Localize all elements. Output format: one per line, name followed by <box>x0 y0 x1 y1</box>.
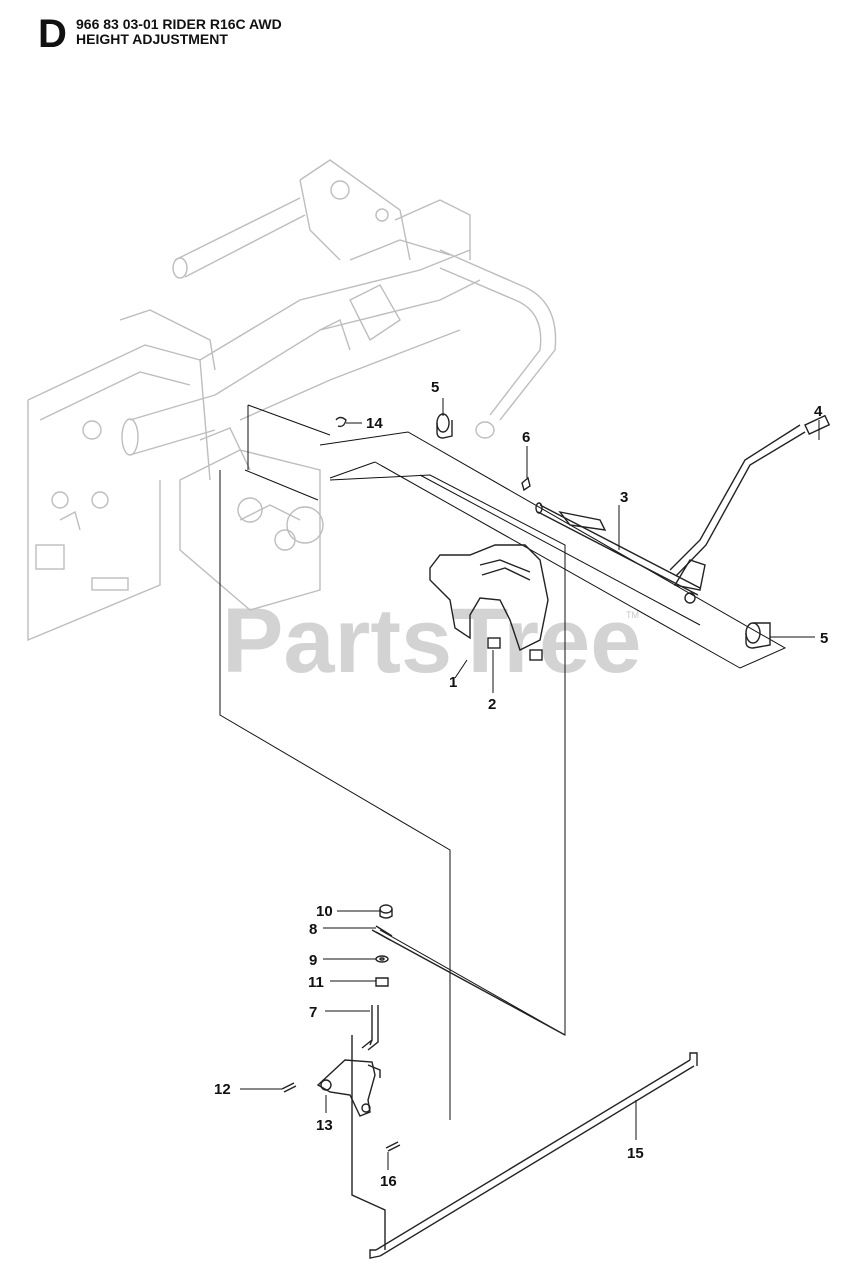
assembly-outline-box <box>219 404 787 1120</box>
height-adjust-lever <box>669 414 831 604</box>
callout-7: 7 <box>309 1004 317 1021</box>
e-clip <box>335 416 347 428</box>
bushing-upper <box>436 413 453 439</box>
bolts <box>487 637 543 661</box>
callout-14: 14 <box>366 415 383 432</box>
parts <box>281 413 831 1259</box>
callout-5-upper: 5 <box>431 379 439 396</box>
watermark-text: PartsTree <box>222 590 641 692</box>
screw-12 <box>281 1082 297 1093</box>
callout-10: 10 <box>316 903 333 920</box>
callout-16: 16 <box>380 1173 397 1190</box>
callout-labels: 1 2 3 4 5 5 6 7 8 9 10 11 12 13 14 15 16 <box>214 379 828 1190</box>
diagram-title: 966 83 03-01 RIDER R16C AWD <box>76 16 282 32</box>
bushing-lower <box>745 622 771 649</box>
height-segment-plate <box>429 544 549 651</box>
diagram-subtitle: HEIGHT ADJUSTMENT <box>76 31 228 47</box>
callout-4: 4 <box>814 403 823 420</box>
link-assembly <box>361 904 393 1051</box>
leader-lines <box>240 398 820 1170</box>
section-letter: D <box>38 12 67 56</box>
callout-2: 2 <box>488 696 496 713</box>
screw-16 <box>385 1141 401 1152</box>
callout-5-lower: 5 <box>820 630 828 647</box>
clip <box>521 476 531 492</box>
callout-1: 1 <box>449 674 457 691</box>
callout-13: 13 <box>316 1117 333 1134</box>
callout-8: 8 <box>309 921 317 938</box>
height-adjust-shaft <box>535 502 701 596</box>
chassis-frame <box>27 159 557 642</box>
callout-15: 15 <box>627 1145 644 1162</box>
callout-9: 9 <box>309 952 317 969</box>
callout-6: 6 <box>522 429 530 446</box>
watermark-trademark: TM <box>626 610 639 620</box>
callout-3: 3 <box>620 489 628 506</box>
pivot-bracket <box>316 1059 381 1117</box>
callout-11: 11 <box>308 974 324 991</box>
adjustment-rod <box>369 1052 698 1259</box>
callout-12: 12 <box>214 1081 231 1098</box>
